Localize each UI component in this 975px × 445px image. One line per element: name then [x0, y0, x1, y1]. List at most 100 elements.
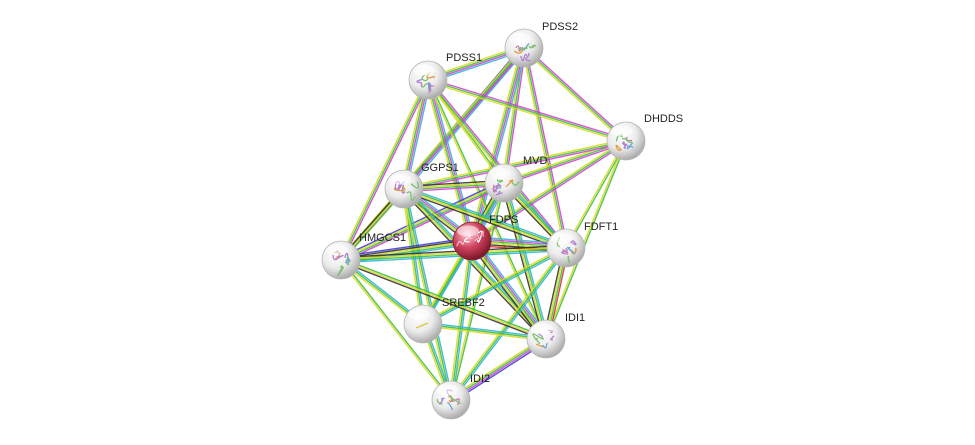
edge-line-green [470, 47, 524, 241]
node-srebf2[interactable]: SREBF2 [403, 297, 485, 344]
node-mvd[interactable]: MVD [484, 155, 548, 203]
edge-line-green [340, 79, 429, 261]
protein-structure-icon [416, 72, 436, 94]
edge-line-blue [339, 180, 504, 259]
edge-line-cyan [423, 248, 568, 327]
edge-hmgcs1-idi2 [339, 259, 453, 401]
edge-line-magenta [404, 141, 627, 192]
edge-line-magenta [504, 141, 627, 186]
edge-line-green [422, 323, 547, 340]
edge-line-black [401, 190, 545, 342]
node-gloss [408, 308, 430, 320]
edge-pdss2-fdft1 [521, 47, 569, 249]
edge-line-yellow [502, 183, 546, 340]
edge-line-black [340, 238, 472, 260]
edge-line-magenta [428, 78, 568, 248]
edge-line-cyan [405, 49, 527, 192]
node-hmgcs1[interactable]: HMGCS1 [321, 232, 406, 280]
edge-dhdds-fdft1 [564, 140, 628, 249]
edge-line-green [341, 257, 547, 339]
node-gloss [509, 32, 531, 44]
edge-mvd-hmgcs1 [339, 180, 506, 263]
edge-line-cyan [423, 321, 547, 339]
edge-line-green [546, 141, 628, 340]
node-gloss [389, 173, 411, 185]
node-label-dhdds: DHDDS [644, 113, 683, 125]
edge-line-green [566, 141, 628, 249]
edge-fdps-idi2 [448, 240, 475, 401]
edge-line-green [341, 248, 567, 262]
node-idi1[interactable]: IDI1 [526, 312, 585, 359]
edge-pdss2-dhdds [522, 46, 628, 143]
node-label-srebf2: SREBF2 [442, 297, 485, 309]
edge-line-cyan [473, 48, 528, 242]
edge-line-yellow [340, 246, 566, 260]
edge-line-green [504, 182, 548, 339]
edge-pdss1-dhdds [427, 77, 627, 144]
node-pdss2[interactable]: PDSS2 [504, 21, 578, 68]
node-label-idi2: IDI2 [470, 373, 490, 385]
node-gloss [436, 384, 458, 396]
protein-structure-icon [456, 230, 484, 247]
edge-line-cyan [451, 241, 475, 401]
edge-line-green [341, 259, 453, 400]
node-fdft1[interactable]: FDFT1 [546, 221, 618, 268]
edge-fdft1-hmgcs1 [340, 244, 567, 264]
node-idi2[interactable]: IDI2 [431, 373, 490, 420]
node-gloss [551, 232, 573, 244]
edge-line-cyan [341, 249, 567, 264]
node-dhdds[interactable]: DHDDS [606, 113, 683, 161]
edge-line-yellow [421, 245, 566, 324]
edge-line-yellow [468, 47, 523, 241]
node-label-fdft1: FDFT1 [584, 221, 618, 233]
edge-line-magenta [472, 239, 548, 339]
node-gloss [611, 125, 633, 137]
edge-dhdds-ggps1 [403, 138, 627, 192]
edge-line-yellow [340, 259, 547, 340]
edge-srebf2-idi1 [422, 321, 547, 342]
edge-line-green [404, 187, 567, 248]
edge-dhdds-mvd [503, 138, 627, 186]
node-label-mvd: MVD [523, 155, 548, 167]
edge-line-green [341, 183, 505, 262]
edge-line-magenta [524, 46, 628, 141]
node-label-hmgcs1: HMGCS1 [359, 232, 406, 244]
edge-line-yellow [449, 246, 566, 400]
edge-line-green [471, 240, 547, 340]
edge-hmgcs1-idi1 [340, 257, 547, 342]
edge-line-green [523, 47, 567, 249]
node-label-pdss1: PDSS1 [446, 52, 482, 64]
edge-line-green [450, 240, 473, 401]
edge-line-yellow [470, 138, 626, 241]
edge-line-yellow [339, 260, 451, 401]
edge-pdss1-hmgcs1 [338, 78, 431, 262]
edge-line-magenta [428, 77, 627, 141]
edge-line-magenta [524, 47, 569, 248]
edge-fdft1-srebf2 [421, 245, 568, 327]
edge-line-yellow [340, 181, 504, 260]
edge-line-cyan [505, 182, 550, 339]
edge-line-yellow [402, 189, 546, 341]
edge-line-green [426, 80, 472, 242]
node-label-ggps1: GGPS1 [421, 162, 459, 174]
protein-structure-icon [492, 178, 520, 196]
edge-line-cyan [404, 185, 568, 247]
edge-line-magenta [504, 48, 527, 184]
node-pdss1[interactable]: PDSS1 [408, 52, 482, 100]
edge-line-yellow [403, 138, 626, 189]
structure-placeholder-icon [415, 322, 429, 329]
node-gloss [531, 323, 553, 335]
edge-line-magenta [472, 48, 526, 242]
edge-line-yellow [448, 240, 472, 400]
edge-pdss2-fdps [468, 47, 528, 242]
edge-line-black [500, 183, 545, 340]
edge-line-yellow [338, 78, 428, 260]
edge-line-black [340, 260, 546, 342]
protein-structure-icon [513, 43, 536, 62]
edge-line-magenta [341, 184, 506, 263]
node-ggps1[interactable]: GGPS1 [384, 162, 459, 209]
edge-ggps1-fdft1 [402, 185, 568, 252]
node-gloss [413, 64, 435, 76]
node-fdps[interactable]: FDPS [452, 214, 518, 261]
edge-line-green [403, 140, 627, 190]
